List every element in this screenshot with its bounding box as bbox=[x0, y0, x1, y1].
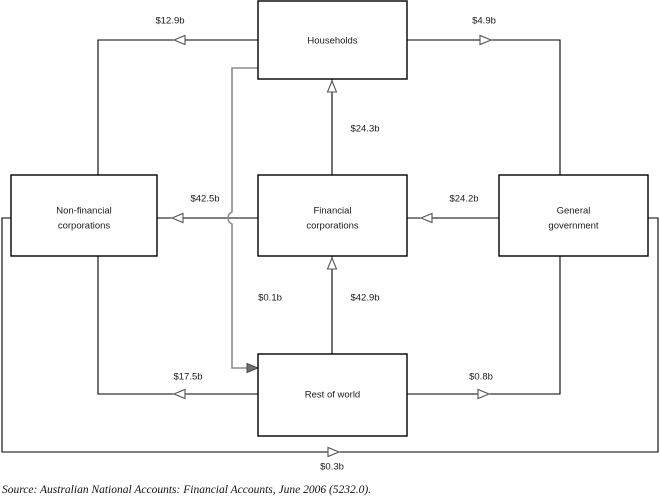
node-label-general-government-line2: government bbox=[548, 221, 599, 232]
node-general-government[interactable]: General government bbox=[498, 174, 649, 257]
flow-label-fincorp-to-nonfin: $42.5b bbox=[190, 194, 219, 205]
flow-label-households-to-nonfin: $12.9b bbox=[155, 16, 184, 27]
flow-label-households-to-row: $0.1b bbox=[258, 293, 282, 304]
arrow-head-row-to-nonfin bbox=[172, 388, 186, 400]
flow-label-fincorp-to-households: $24.3b bbox=[350, 124, 379, 135]
flow-label-households-to-govt: $4.9b bbox=[472, 16, 496, 27]
node-label-non-financial-corporations-line2: corporations bbox=[58, 221, 111, 232]
flow-label-govt-to-fincorp: $24.2b bbox=[449, 194, 478, 205]
flow-label-row-to-fincorp: $42.9b bbox=[350, 293, 379, 304]
flow-label-nonfin-to-govt: $0.3b bbox=[320, 462, 344, 473]
flow-path-households-to-nonfin bbox=[97, 39, 258, 175]
arrow-head-row-to-govt bbox=[477, 388, 491, 400]
arrow-head-govt-to-fincorp bbox=[419, 212, 433, 224]
flow-label-row-to-govt: $0.8b bbox=[469, 372, 493, 383]
arrow-head-fincorp-to-nonfin bbox=[170, 212, 184, 224]
flow-path-households-to-row bbox=[227, 67, 258, 369]
node-label-general-government-line1: General bbox=[557, 206, 591, 217]
node-households[interactable]: Households bbox=[257, 0, 408, 80]
flow-path-households-to-govt bbox=[407, 39, 561, 175]
node-non-financial-corporations[interactable]: Non-financial corporations bbox=[10, 174, 158, 257]
node-label-non-financial-corporations-line1: Non-financial bbox=[56, 206, 111, 217]
node-rest-of-world[interactable]: Rest of world bbox=[257, 353, 408, 437]
arrow-head-row-to-fincorp bbox=[326, 256, 338, 270]
node-label-financial-corporations-line2: corporations bbox=[306, 221, 359, 232]
node-financial-corporations[interactable]: Financial corporations bbox=[257, 174, 408, 257]
arrow-head-households-to-row bbox=[246, 362, 260, 374]
arrow-head-fincorp-to-households bbox=[326, 79, 338, 93]
flow-path-row-to-govt bbox=[407, 256, 561, 395]
arrow-head-households-to-govt bbox=[479, 34, 493, 46]
node-label-financial-corporations-line1: Financial bbox=[313, 206, 351, 217]
node-label-households: Households bbox=[307, 36, 357, 47]
node-label-rest-of-world: Rest of world bbox=[305, 390, 360, 401]
flow-path-row-to-nonfin bbox=[97, 256, 258, 395]
source-note: Source: Australian National Accounts: Fi… bbox=[2, 484, 372, 496]
flow-label-row-to-nonfin: $17.5b bbox=[173, 372, 202, 383]
arrow-head-nonfin-to-govt bbox=[327, 446, 341, 458]
arrow-head-households-to-nonfin bbox=[172, 34, 186, 46]
